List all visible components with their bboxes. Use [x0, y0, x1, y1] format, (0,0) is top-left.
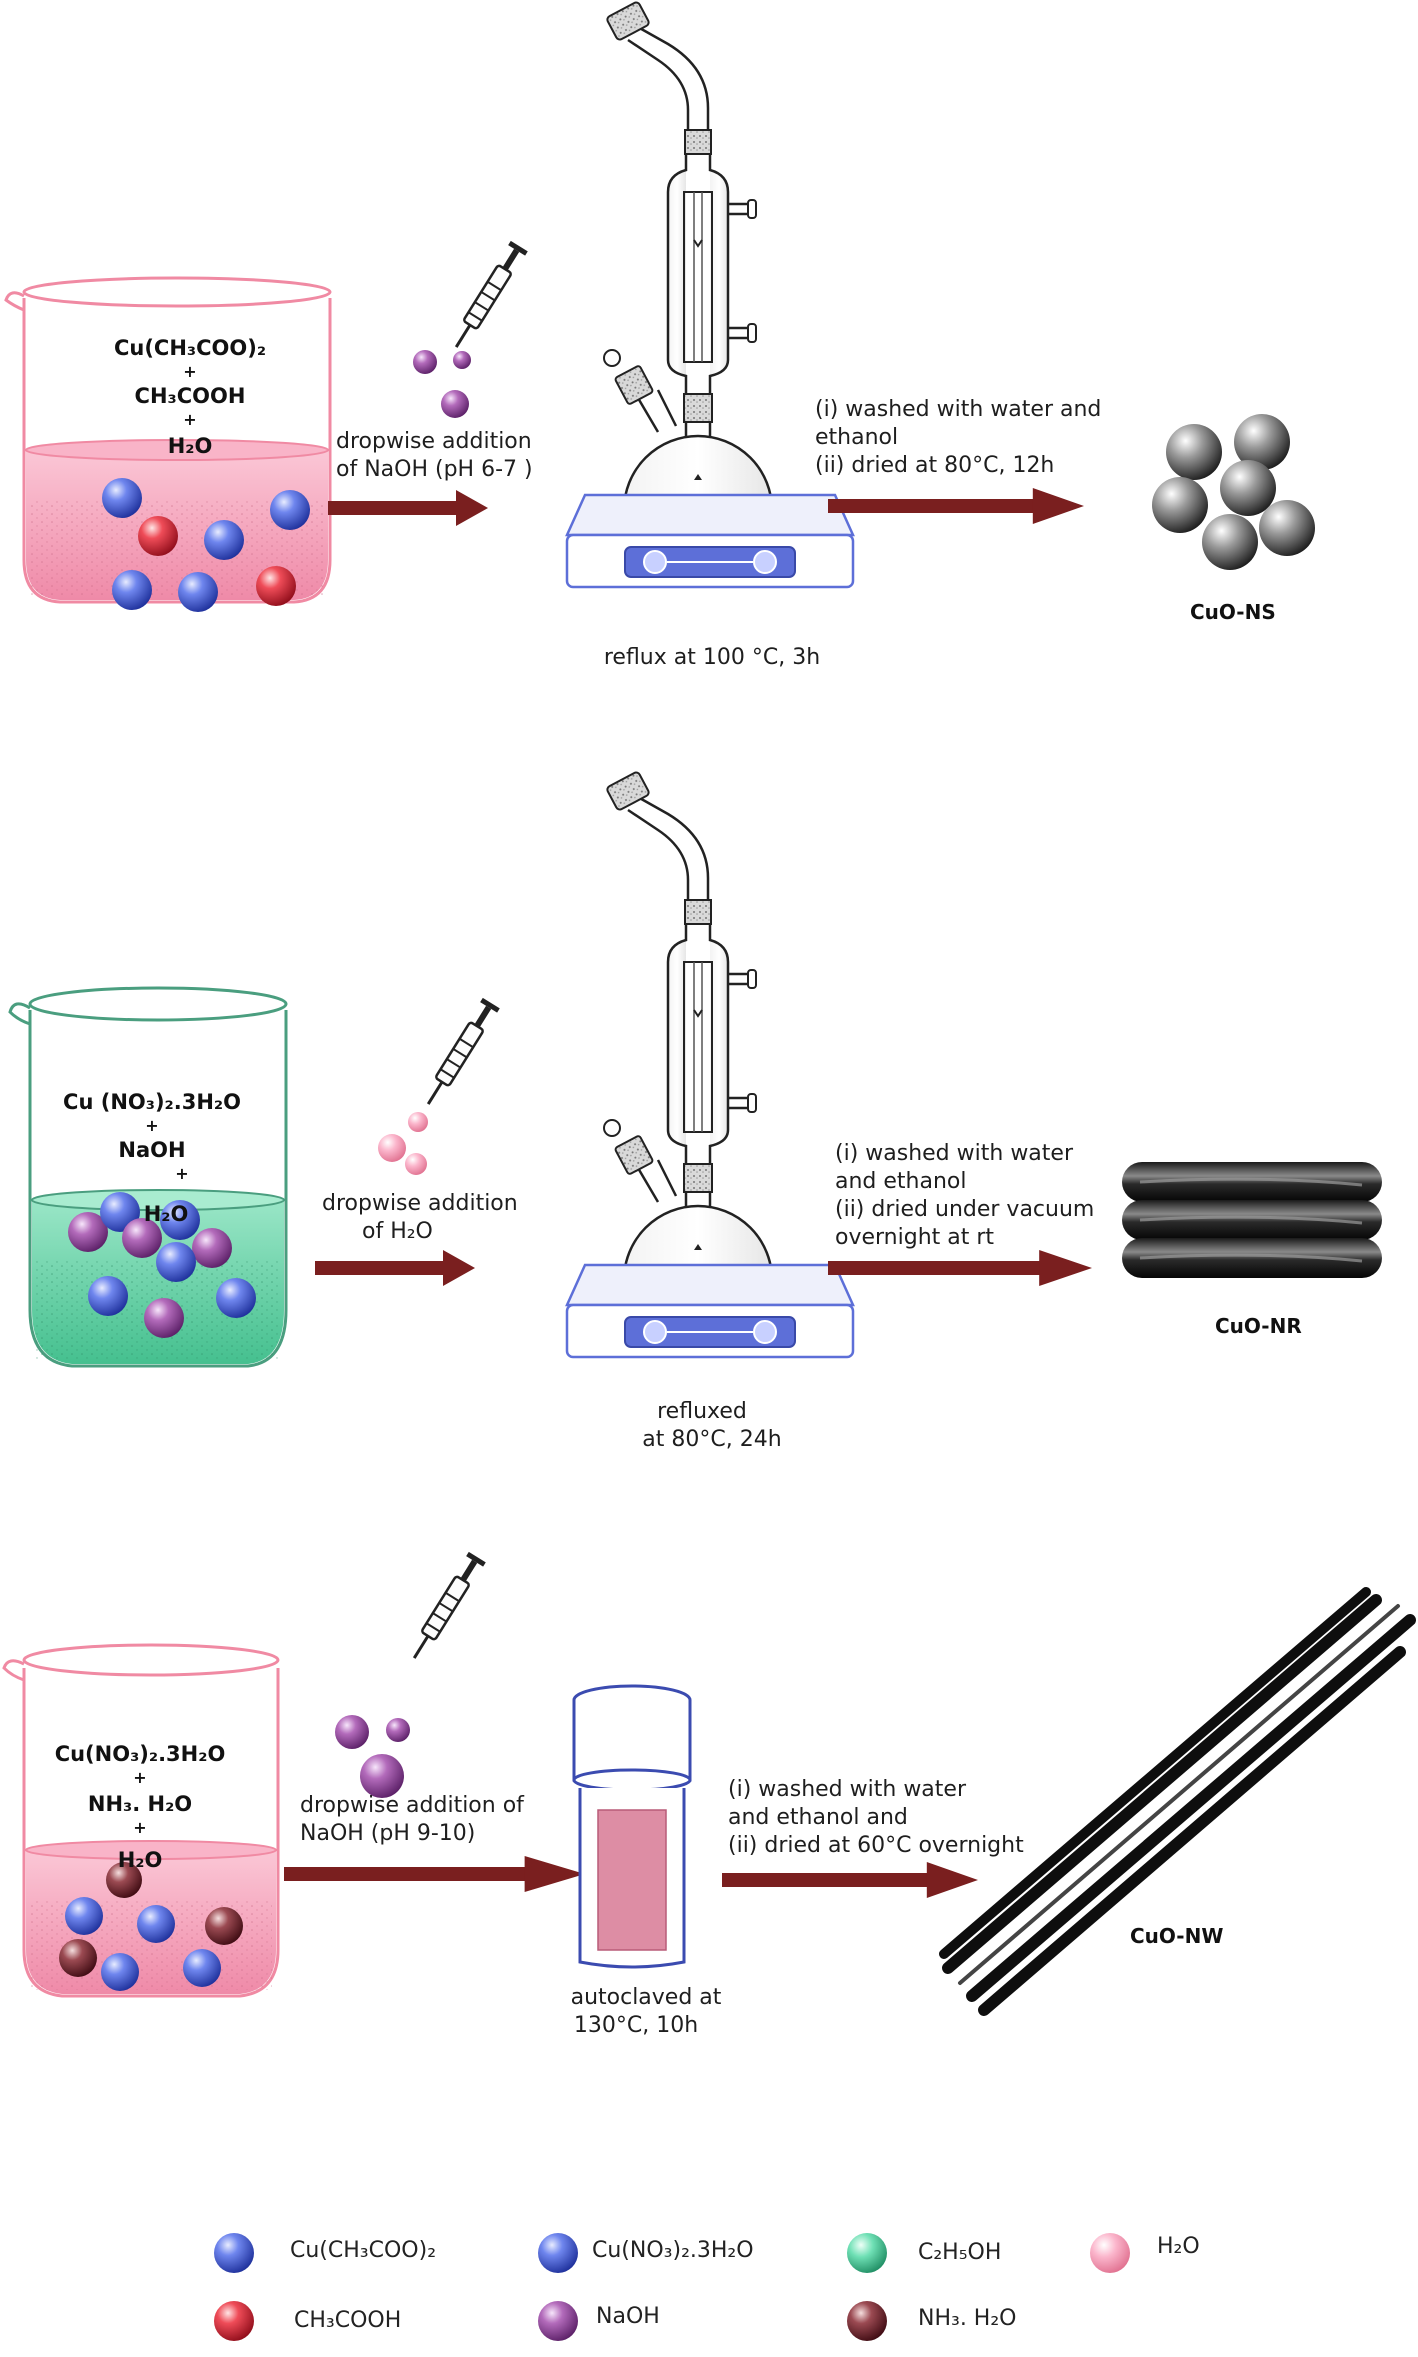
row3-nanowire-icon	[939, 1587, 1416, 2016]
row2-wash-label: (i) washed with water	[835, 1141, 1073, 1166]
row1-naoh-drop	[441, 390, 469, 418]
row3-addition-label: dropwise addition of	[300, 1793, 524, 1818]
row2-water-drop	[408, 1112, 428, 1132]
row2-addition-label: dropwise addition	[322, 1191, 518, 1216]
row1-arrow-1	[328, 490, 488, 526]
row2-arrow-2	[828, 1250, 1092, 1286]
row3-wash-label: (i) washed with water	[728, 1777, 966, 1802]
row1-reagent-line: H₂O	[167, 434, 213, 458]
legend-swatch-cu-nitrate	[538, 2233, 578, 2273]
row3-arrow-1	[284, 1856, 585, 1892]
row2-wash-label: and ethanol	[835, 1169, 967, 1194]
legend-swatch-acetic-acid	[214, 2301, 254, 2341]
legend-swatch-ethanol	[847, 2233, 887, 2273]
row2-apparatus-label: refluxed	[657, 1399, 747, 1424]
row3-syringe-icon	[404, 1550, 488, 1665]
row1-product-label: CuO-NS	[1190, 600, 1276, 624]
row1-nanosphere-icon	[1152, 414, 1315, 570]
row1-beaker-icon	[4, 276, 332, 612]
legend-swatch-ammonia	[847, 2301, 887, 2341]
row2-reagent-line: +	[175, 1164, 189, 1183]
row2-reagent-line: H₂O	[143, 1202, 189, 1226]
row2-wash-label: (ii) dried under vacuum	[835, 1197, 1095, 1222]
row2-addition-label: of H₂O	[362, 1219, 433, 1244]
row2-arrow-1	[315, 1250, 475, 1286]
row3-autoclave-icon	[572, 1684, 692, 1969]
row2-water-drop	[405, 1153, 427, 1175]
legend-label: NaOH	[596, 2304, 660, 2329]
row1-syringe-icon	[446, 239, 530, 354]
legend-label: CH₃COOH	[294, 2308, 402, 2333]
row1-naoh-drop	[453, 351, 471, 369]
row3-arrow-2	[722, 1862, 978, 1898]
row2-syringe-icon	[418, 996, 502, 1111]
row1-addition-label: dropwise addition	[336, 429, 532, 454]
legend-label: Cu(CH₃COO)₂	[290, 2238, 437, 2263]
row3-beaker-icon	[2, 1643, 280, 1998]
row3-reagent-line: Cu(NO₃)₂.3H₂O	[54, 1742, 226, 1766]
row2-product-label: CuO-NR	[1215, 1314, 1302, 1338]
row1-reagent-line: +	[183, 362, 197, 381]
row3-product-label: CuO-NW	[1130, 1924, 1224, 1948]
row1-wash-label: ethanol	[815, 425, 899, 450]
row3-reagent-line: NH₃. H₂O	[87, 1792, 193, 1816]
row2-wash-label: overnight at rt	[835, 1225, 995, 1250]
row1-addition-label: of NaOH (pH 6-7 )	[336, 457, 533, 482]
row2-apparatus-label: at 80°C, 24h	[642, 1427, 782, 1452]
row1-wash-label: (i) washed with water and	[815, 397, 1102, 422]
row2-reagent-line: NaOH	[118, 1138, 186, 1162]
row3-naoh-drop	[360, 1754, 404, 1798]
row3-addition-label: NaOH (pH 9-10)	[300, 1821, 476, 1846]
row3-apparatus-label: autoclaved at	[570, 1985, 722, 2010]
row1-apparatus-label: reflux at 100 °C, 3h	[603, 645, 821, 670]
row2-water-drop	[378, 1134, 406, 1162]
legend-swatch-cu-acetate	[214, 2233, 254, 2273]
row1-hotplate-icon	[565, 493, 855, 589]
row1-wash-label: (ii) dried at 80°C, 12h	[815, 453, 1055, 478]
row2-beaker-icon	[8, 986, 288, 1368]
row3-naoh-drop	[386, 1718, 410, 1742]
row1-naoh-drop	[413, 350, 437, 374]
row2-nanorod-icon	[1122, 1162, 1382, 1278]
legend-label: C₂H₅OH	[918, 2240, 1002, 2265]
row2-reagent-line: Cu (NO₃)₂.3H₂O	[63, 1090, 241, 1114]
row1-arrow-2	[828, 488, 1084, 524]
row1-reagent-line: Cu(CH₃COO)₂	[113, 336, 267, 360]
row3-reagent-line: +	[133, 1818, 147, 1837]
row3-reagent-line: +	[133, 1768, 147, 1787]
row2-hotplate-icon	[565, 1263, 855, 1359]
legend-swatch-water	[1090, 2233, 1130, 2273]
legend-label: Cu(NO₃)₂.3H₂O	[592, 2238, 754, 2263]
row1-reagent-line: +	[183, 410, 197, 429]
legend-label: H₂O	[1157, 2234, 1200, 2259]
row3-reagent-line: H₂O	[117, 1848, 163, 1872]
row2-reagent-line: +	[145, 1116, 159, 1135]
row3-apparatus-label: 130°C, 10h	[573, 2013, 699, 2038]
row3-wash-label: and ethanol and	[728, 1805, 908, 1830]
row3-naoh-drop	[335, 1715, 369, 1749]
legend-label: NH₃. H₂O	[918, 2306, 1017, 2331]
row3-wash-label: (ii) dried at 60°C overnight	[728, 1833, 1024, 1858]
row1-reagent-line: CH₃COOH	[134, 384, 246, 408]
legend-swatch-naoh	[538, 2301, 578, 2341]
